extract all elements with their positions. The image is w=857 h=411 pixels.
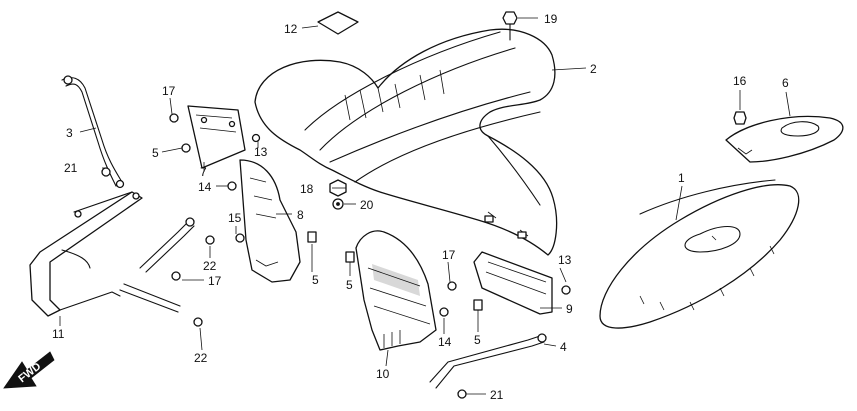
callout-12: 12 (284, 22, 298, 36)
callout-17a: 17 (162, 84, 176, 98)
part-decal[interactable] (317, 11, 359, 35)
callout-8: 8 (297, 208, 304, 222)
part-side-bracket[interactable] (239, 159, 301, 283)
part-screw-16[interactable] (733, 111, 747, 125)
callout-2: 2 (590, 62, 597, 76)
callout-18: 18 (300, 182, 314, 196)
callout-4: 4 (560, 340, 567, 354)
part-stay-rod[interactable] (61, 75, 125, 189)
callout-7: 7 (200, 165, 207, 179)
callout-15: 15 (228, 211, 242, 225)
callout-14a: 14 (198, 180, 212, 194)
part-front-fender[interactable] (254, 28, 558, 256)
part-cover-piece[interactable] (725, 115, 844, 163)
callout-1: 1 (678, 171, 685, 185)
part-bolt-20[interactable] (332, 198, 344, 210)
callout-20: 20 (360, 198, 374, 212)
part-bracket-plate[interactable] (187, 105, 246, 169)
callout-21a: 21 (64, 161, 78, 175)
part-side-cover[interactable] (599, 179, 800, 329)
fwd-arrow-icon (3, 351, 55, 389)
callout-5b: 5 (312, 273, 319, 287)
callout-16: 16 (733, 74, 747, 88)
callout-6: 6 (782, 76, 789, 90)
callout-9: 9 (566, 302, 573, 316)
callout-5c: 5 (346, 278, 353, 292)
fastener-group (101, 113, 571, 399)
part-grab-rail[interactable] (29, 191, 181, 317)
part-mud-guard[interactable] (355, 230, 437, 351)
callout-5a: 5 (152, 146, 159, 160)
callout-19: 19 (544, 12, 558, 26)
callout-labels: 12 19 2 3 17 5 21 7 13 14 8 15 5 22 17 1… (16, 12, 789, 402)
callout-3: 3 (66, 126, 73, 140)
callout-5d: 5 (474, 333, 481, 347)
part-bolt-19[interactable] (502, 11, 518, 41)
part-small-plate[interactable] (473, 251, 553, 315)
callout-17c: 17 (442, 248, 456, 262)
leader-lines (59, 17, 791, 395)
callout-17b: 17 (208, 274, 222, 288)
callout-11: 11 (52, 327, 65, 341)
callout-22a: 22 (203, 259, 217, 273)
callout-14b: 14 (438, 335, 452, 349)
callout-10: 10 (376, 367, 390, 381)
callout-21b: 21 (490, 388, 504, 402)
callout-13a: 13 (254, 145, 268, 159)
part-stay-arm[interactable] (139, 217, 195, 273)
part-stay-4[interactable] (429, 333, 547, 389)
callout-22b: 22 (194, 351, 208, 365)
callout-13b: 13 (558, 253, 572, 267)
